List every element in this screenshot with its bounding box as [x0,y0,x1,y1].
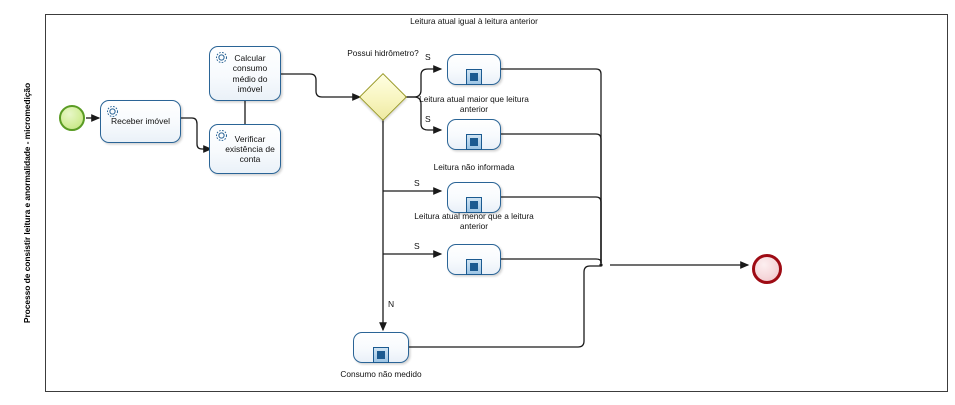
task-label: Verificar existência de conta [225,133,275,164]
edge-label-s-1: S [425,52,431,62]
pool-header: Processo de consistir leitura e anormali… [8,14,46,392]
plus-marker-icon [466,259,482,275]
subprocess-leitura-nao-informada[interactable] [447,182,501,213]
task-receber-imovel[interactable]: Receber imóvel [100,100,181,143]
gear-icon [216,52,227,63]
plus-marker-icon [373,347,389,363]
task-verificar-existencia-conta[interactable]: Verificar existência de conta [209,124,281,174]
plus-marker-icon [466,69,482,85]
gateway-label: Possui hidrômetro? [347,48,419,58]
subprocess-label-4: Leitura atual menor que a leitura anteri… [414,211,534,231]
subprocess-leitura-maior[interactable] [447,119,501,150]
edge-label-s-4: S [414,241,420,251]
task-label: Receber imóvel [110,116,171,127]
subprocess-label-5: Consumo não medido [340,369,422,379]
edge-label-n: N [388,299,395,309]
subprocess-consumo-nao-medido[interactable] [353,332,409,363]
subprocess-label-2: Leitura atual maior que leitura anterior [419,94,529,114]
task-calcular-consumo-medio[interactable]: Calcular consumo médio do imóvel [209,46,281,101]
gear-icon [216,130,227,141]
task-label: Calcular consumo médio do imóvel [232,53,268,94]
start-event[interactable] [59,105,85,131]
pool-lane-label: Processo de consistir leitura e anormali… [22,82,32,324]
end-event[interactable] [752,254,782,284]
gear-icon [107,106,118,117]
subprocess-label-1: Leitura atual igual à leitura anterior [410,16,538,26]
edge-label-s-2: S [425,114,431,124]
plus-marker-icon [466,134,482,150]
plus-marker-icon [466,197,482,213]
subprocess-leitura-igual[interactable] [447,54,501,85]
subprocess-leitura-menor[interactable] [447,244,501,275]
subprocess-label-3: Leitura não informada [433,162,515,172]
edge-label-s-3: S [414,178,420,188]
